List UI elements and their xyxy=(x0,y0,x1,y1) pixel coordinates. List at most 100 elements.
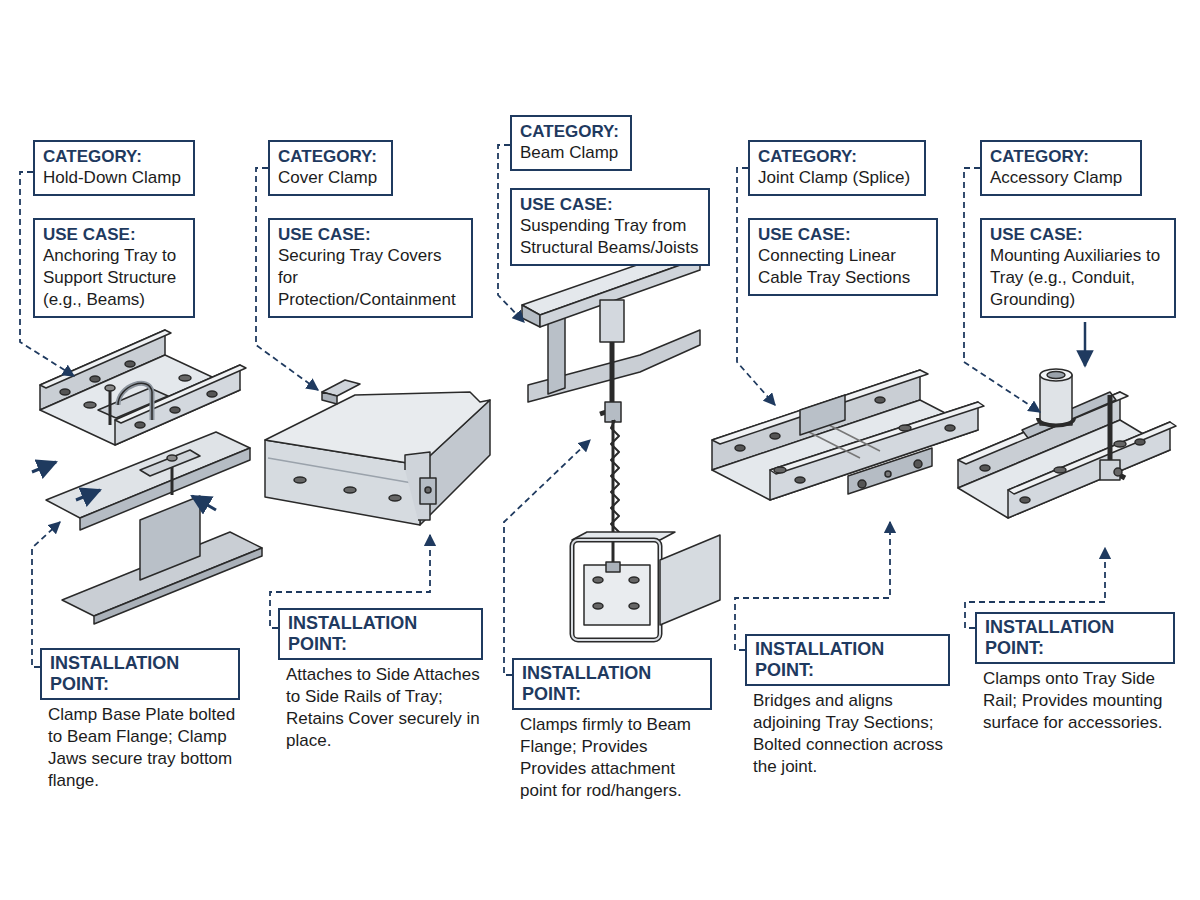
splice-illustration-part xyxy=(735,445,745,451)
info-box: USE CASE:Suspending Tray from Structural… xyxy=(510,188,710,266)
hold-down-illustration-part xyxy=(167,455,177,461)
info-box: CATEGORY:Hold-Down Clamp xyxy=(33,140,195,196)
box-text: Clamps firmly to Beam Flange; Provides P… xyxy=(512,714,712,802)
splice-illustration-part xyxy=(770,433,780,439)
cover-clamp-illustration xyxy=(265,380,490,525)
splice-illustration-part xyxy=(795,477,805,483)
box-heading: CATEGORY: xyxy=(43,146,185,167)
use-case-pointer-part xyxy=(1084,322,1087,366)
accessory-clamp-illustration-part xyxy=(1040,369,1072,381)
box-heading: INSTALLATION POINT: xyxy=(975,612,1175,664)
hold-down-illustration-part xyxy=(40,355,240,445)
hold-down-illustration-part xyxy=(140,450,200,476)
hold-down-illustration-part xyxy=(140,496,200,580)
hold-down-pointer-arrows-part xyxy=(32,462,56,472)
cover-clamp-illustration-part xyxy=(322,392,337,404)
leader-lines-part xyxy=(735,522,890,650)
beam-clamp-illustration-part xyxy=(606,562,620,572)
beam-clamp-illustration-part xyxy=(593,603,603,609)
box-text: Joint Clamp (Splice) xyxy=(758,167,916,189)
box-heading: USE CASE: xyxy=(990,224,1166,245)
cover-clamp-illustration-part xyxy=(420,478,436,504)
box-text: Securing Tray Covers for Protection/Cont… xyxy=(278,245,463,311)
box-text: Anchoring Tray to Support Structure (e.g… xyxy=(43,245,185,311)
cover-clamp-illustration-part xyxy=(425,487,431,493)
cover-clamp-illustration-part xyxy=(265,392,490,465)
splice-illustration-part xyxy=(914,460,922,468)
accessory-clamp-illustration-part xyxy=(1047,372,1065,379)
hold-down-pointer-arrows xyxy=(32,462,216,510)
info-box: CATEGORY:Joint Clamp (Splice) xyxy=(748,140,926,196)
accessory-clamp-illustration xyxy=(958,369,1176,518)
hold-down-illustration-part xyxy=(118,383,152,420)
beam-clamp-illustration-part xyxy=(572,540,660,640)
splice-illustration-part xyxy=(875,397,885,403)
info-box: CATEGORY:Cover Clamp xyxy=(268,140,393,196)
box-heading: CATEGORY: xyxy=(758,146,916,167)
hold-down-illustration-part xyxy=(135,422,145,428)
cover-clamp-illustration-part xyxy=(344,487,356,493)
installation-callout: INSTALLATION POINT:Clamps firmly to Beam… xyxy=(512,658,712,802)
beam-clamp-illustration-part xyxy=(522,305,540,327)
info-box: USE CASE:Anchoring Tray to Support Struc… xyxy=(33,218,195,318)
hold-down-illustration-part xyxy=(207,391,217,397)
box-text: Suspending Tray from Structural Beams/Jo… xyxy=(520,215,700,259)
hold-down-illustration-part xyxy=(60,389,70,395)
hold-down-illustration-part xyxy=(179,375,191,381)
beam-clamp-illustration-part xyxy=(584,565,650,625)
accessory-clamp-illustration-part xyxy=(1135,439,1145,445)
hold-down-illustration-part xyxy=(46,432,250,518)
accessory-clamp-illustration-part xyxy=(1114,468,1122,476)
beam-clamp-illustration xyxy=(522,250,720,640)
hold-down-illustration xyxy=(40,330,262,624)
box-heading: USE CASE: xyxy=(43,224,185,245)
accessory-clamp-illustration-part xyxy=(1114,441,1126,447)
box-text: Mounting Auxiliaries to Tray (e.g., Cond… xyxy=(990,245,1166,311)
box-heading: USE CASE: xyxy=(758,224,928,245)
hold-down-illustration-part xyxy=(84,402,96,408)
beam-clamp-illustration-part xyxy=(548,316,565,394)
installation-callout: INSTALLATION POINT:Bridges and aligns ad… xyxy=(745,634,950,778)
splice-illustration-part xyxy=(858,480,866,488)
hold-down-illustration-part xyxy=(125,361,135,367)
box-heading: USE CASE: xyxy=(520,194,700,215)
box-text: Connecting Linear Cable Tray Sections xyxy=(758,245,928,289)
cover-clamp-illustration-part xyxy=(268,458,418,484)
info-box: USE CASE:Securing Tray Covers for Protec… xyxy=(268,218,473,318)
info-box: USE CASE:Connecting Linear Cable Tray Se… xyxy=(748,218,938,296)
box-heading: CATEGORY: xyxy=(278,146,383,167)
hold-down-illustration-part xyxy=(90,376,100,382)
splice-illustration-part xyxy=(885,471,891,477)
box-text: Cover Clamp xyxy=(278,167,383,189)
beam-clamp-illustration-part xyxy=(600,300,624,342)
beam-clamp-illustration-part xyxy=(605,402,621,422)
use-case-pointer xyxy=(1084,322,1087,366)
installation-callout: INSTALLATION POINT:Clamps onto Tray Side… xyxy=(975,612,1175,734)
box-heading: INSTALLATION POINT: xyxy=(512,658,712,710)
info-box: CATEGORY:Beam Clamp xyxy=(510,115,632,171)
accessory-clamp-illustration-part xyxy=(1040,375,1072,425)
box-heading: INSTALLATION POINT: xyxy=(745,634,950,686)
splice-illustration-part xyxy=(945,425,955,431)
accessory-clamp-illustration-part xyxy=(1054,467,1066,473)
beam-clamp-illustration-part xyxy=(660,535,720,625)
cover-clamp-illustration-part xyxy=(389,495,401,501)
installation-callout: INSTALLATION POINT:Attaches to Side Atta… xyxy=(278,608,483,752)
box-text: Hold-Down Clamp xyxy=(43,167,185,189)
hold-down-pointer-arrows-part xyxy=(76,490,100,500)
box-text: Attaches to Side Attaches to Side Rails … xyxy=(278,664,483,752)
leader-lines-part xyxy=(32,522,60,667)
hold-down-illustration-part xyxy=(40,330,171,388)
box-text: Clamp Base Plate bolted to Beam Flange; … xyxy=(40,704,240,792)
hold-down-illustration-part xyxy=(109,390,112,425)
hold-down-illustration-part xyxy=(80,448,250,530)
splice-illustration-part xyxy=(825,423,880,451)
beam-clamp-illustration-part xyxy=(629,577,639,583)
splice-illustration-part xyxy=(848,448,932,494)
splice-illustration-part xyxy=(805,430,860,458)
accessory-clamp-illustration-part xyxy=(980,465,990,471)
installation-callout: INSTALLATION POINT:Clamp Base Plate bolt… xyxy=(40,648,240,792)
beam-clamp-illustration-part xyxy=(612,420,615,565)
leader-lines-part xyxy=(504,440,590,675)
